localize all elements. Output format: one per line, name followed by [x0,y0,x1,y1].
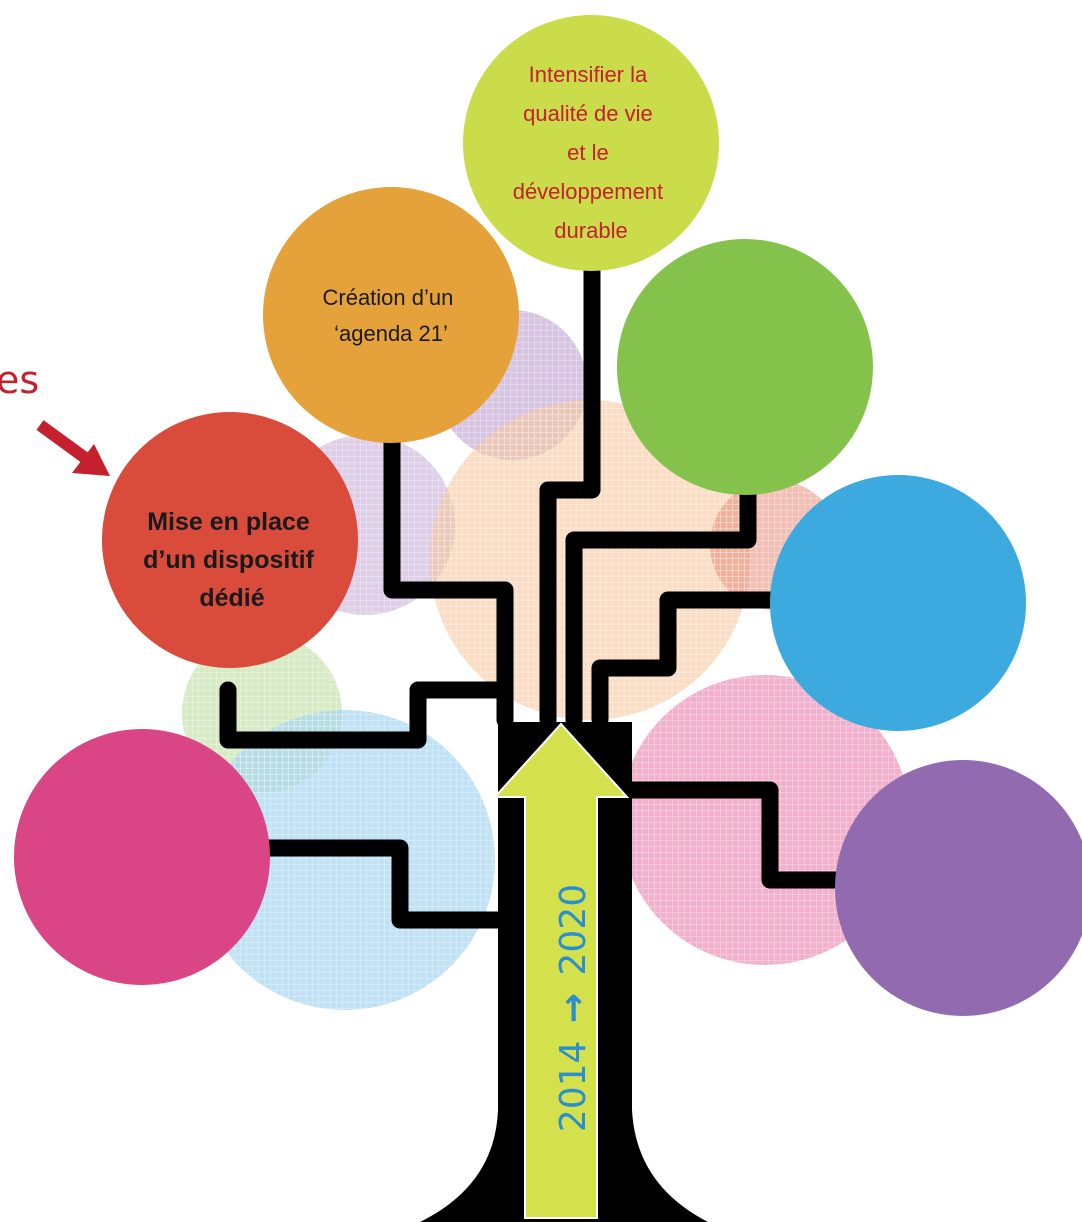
node-creation-text: Création d’un ‘agenda 21’ [323,285,460,346]
timeline-arrow-glyph: → [553,993,594,1023]
side-fragment-text: es [0,358,39,402]
node-intensifier [463,15,719,271]
timeline-end: 2020 [553,884,594,976]
node-purple [835,760,1082,1016]
branch-top-right [565,486,757,729]
branches [219,246,859,929]
node-green [617,239,873,495]
node-circles [14,15,1082,1016]
branch-right-low [611,781,859,889]
branch-right-mid [591,591,789,729]
branch-left-low [253,839,509,929]
node-blue [770,475,1026,731]
timeline-arrow-shape [492,722,630,1219]
branch-left-upper [383,411,514,729]
pointer-arrow-icon [36,420,110,476]
node-pink [14,729,270,985]
timeline-start: 2014 [553,1041,594,1133]
timeline-label: 2014 → 2020 [553,884,594,1132]
node-intensifier-text: Intensifier la qualité de vie et le déve… [513,62,670,243]
node-mise-en-place [102,412,358,668]
branch-top-left [539,246,601,729]
branch-left-mid [219,681,514,749]
node-creation [263,187,519,443]
timeline-arrow: 2014 → 2020 [492,722,630,1219]
node-mise-en-place-text: Mise en place d’un dispositif dédié [143,508,321,612]
